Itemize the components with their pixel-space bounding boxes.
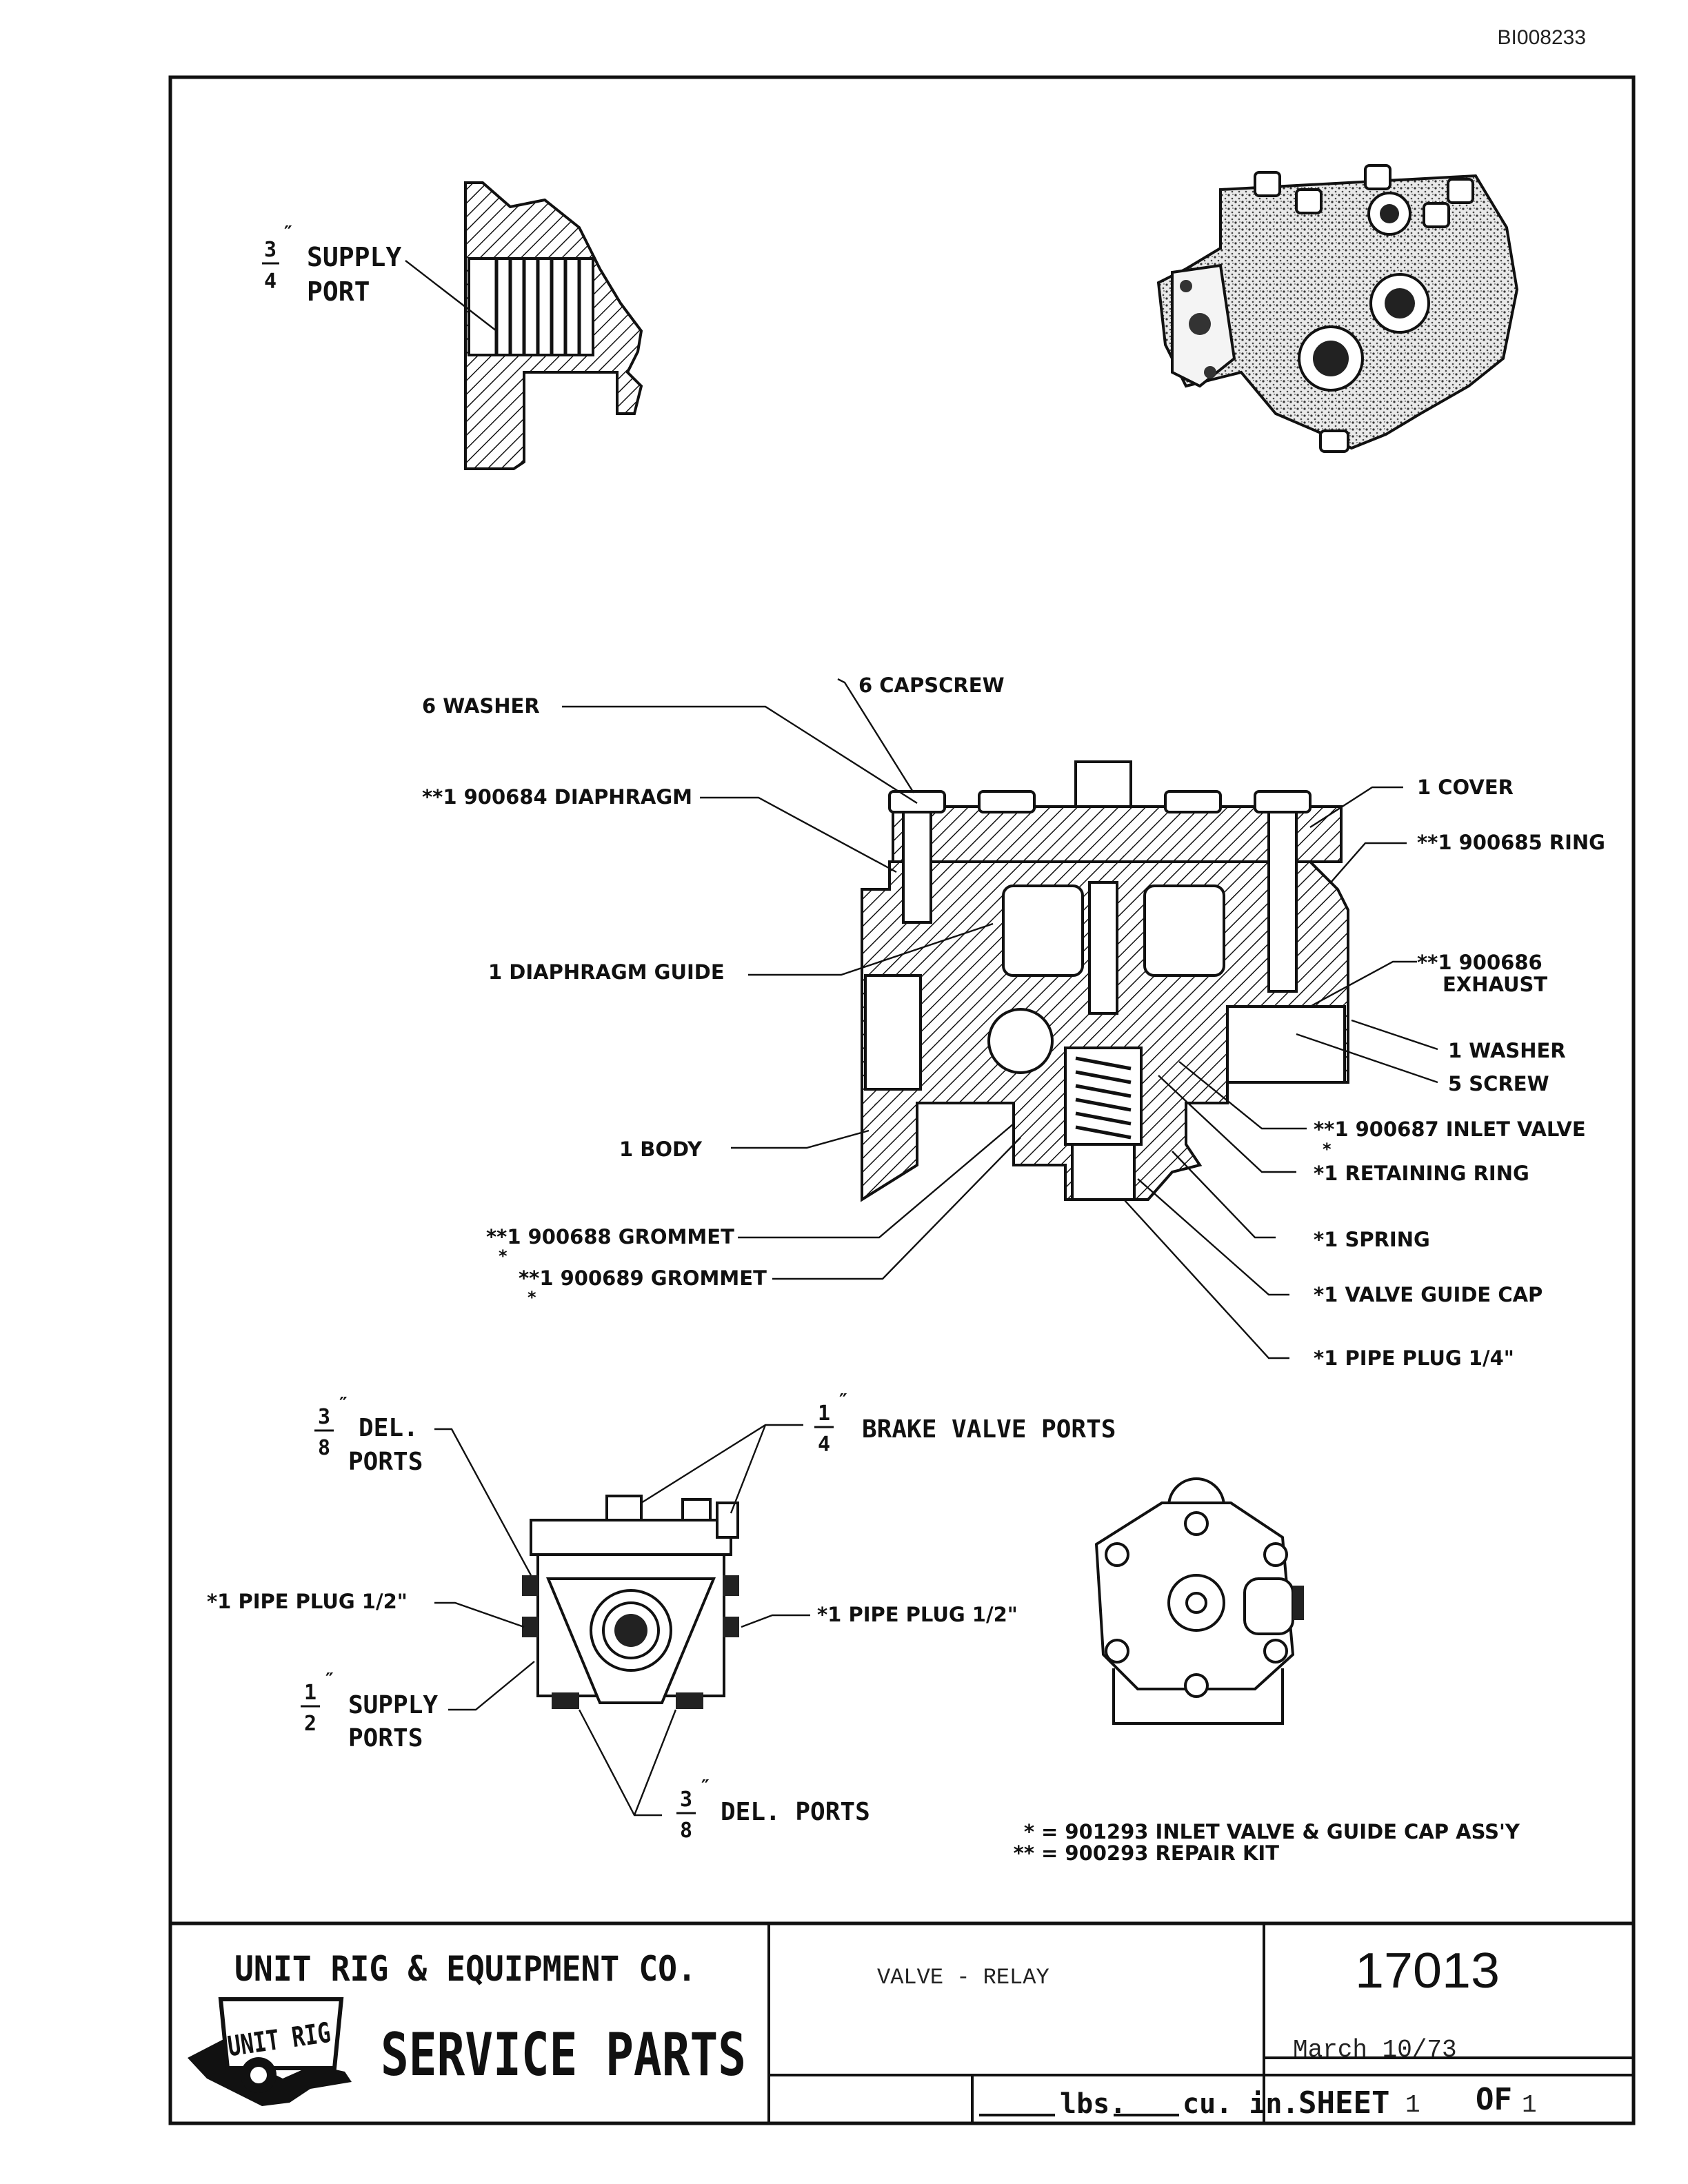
- label-grommet-689-star: *: [528, 1288, 536, 1307]
- part-name: VALVE - RELAY: [877, 1965, 1049, 1990]
- brake-ports-den: 4: [818, 1433, 830, 1457]
- label-cover: 1 COVER: [1417, 776, 1514, 799]
- footnote-mark-2: **: [1014, 1841, 1034, 1865]
- svg-text:″: ″: [700, 1777, 711, 1797]
- label-washer-small: 1 WASHER: [1448, 1039, 1566, 1062]
- supply-ports-num: 1: [304, 1681, 316, 1705]
- sheet-number: 1: [1405, 2091, 1420, 2119]
- title-block: UNIT RIG & EQUIPMENT CO. UNIT RIG SERVIC…: [170, 1921, 1634, 2123]
- port-label: PORT: [307, 276, 370, 307]
- supply-ports-label: SUPPLY: [348, 1691, 438, 1719]
- footnote-text-1: = 901293 INLET VALVE & GUIDE CAP ASS'Y: [1041, 1820, 1520, 1843]
- label-diaphragm: **1 900684 DIAPHRAGM: [422, 785, 692, 809]
- footnote-mark-1: *: [1024, 1820, 1034, 1843]
- relay-valve-cross-section: 6 WASHER 6 CAPSCREW **1 900684 DIAPHRAGM…: [422, 674, 1605, 1370]
- label-valve-guide-cap: *1 VALVE GUIDE CAP: [1314, 1283, 1543, 1306]
- label-body: 1 BODY: [619, 1138, 703, 1161]
- supply-port-label: SUPPLY: [307, 242, 401, 272]
- del-ports-top-label: DEL.: [359, 1414, 419, 1442]
- supply-ports-den: 2: [304, 1712, 316, 1736]
- del-ports-bottom-den: 8: [680, 1819, 692, 1843]
- label-exhaust-part: **1 900686: [1417, 951, 1543, 974]
- of-label: OF: [1476, 2082, 1512, 2117]
- label-inlet-valve: **1 900687 INLET VALVE: [1314, 1118, 1586, 1141]
- label-grommet-688: **1 900688 GROMMET: [486, 1225, 734, 1248]
- label-capscrew: 6 CAPSCREW: [858, 674, 1005, 697]
- sheet-label: SHEET: [1298, 2085, 1389, 2121]
- label-screw: 5 SCREW: [1448, 1072, 1549, 1095]
- label-grommet-689: **1 900689 GROMMET: [519, 1266, 767, 1290]
- label-grommet-688-star: *: [499, 1246, 508, 1266]
- label-ring: **1 900685 RING: [1417, 831, 1605, 854]
- label-inlet-valve-star: *: [1323, 1140, 1332, 1159]
- pipe-plug-right-label: *1 PIPE PLUG 1/2": [817, 1603, 1018, 1626]
- brake-valve-ports-label: BRAKE VALVE PORTS: [862, 1415, 1116, 1444]
- drawing-frame: [168, 75, 1636, 2125]
- svg-text:″: ″: [283, 223, 294, 243]
- document-id: BI008233: [1498, 26, 1586, 49]
- del-ports-top-num: 3: [318, 1405, 330, 1429]
- part-number: 17013: [1355, 1943, 1500, 1999]
- del-ports-top-label-2: PORTS: [348, 1448, 423, 1476]
- label-pipe-plug-quarter: *1 PIPE PLUG 1/4": [1314, 1346, 1514, 1370]
- supply-port-fraction-num: 3: [264, 238, 277, 262]
- del-ports-bottom-num: 3: [680, 1788, 692, 1812]
- relay-valve-isometric-view: [1156, 164, 1519, 453]
- label-spring: *1 SPRING: [1314, 1228, 1430, 1251]
- relay-valve-top-view: [1094, 1477, 1304, 1725]
- svg-text:″: ″: [838, 1391, 849, 1411]
- pipe-plug-left-label: *1 PIPE PLUG 1/2": [207, 1590, 408, 1613]
- supply-port-fraction-den: 4: [264, 270, 277, 294]
- label-retaining-ring: *1 RETAINING RING: [1314, 1162, 1529, 1185]
- relay-valve-front-view: 3 8 ″ DEL. PORTS 1 4 ″ BRAKE VALVE PORTS…: [207, 1391, 1116, 1843]
- company-name: UNIT RIG & EQUIPMENT CO.: [234, 1949, 696, 1989]
- footnotes: * = 901293 INLET VALVE & GUIDE CAP ASS'Y…: [1014, 1820, 1520, 1865]
- brake-ports-num: 1: [818, 1402, 830, 1426]
- svg-text:″: ″: [338, 1394, 349, 1415]
- unit-rig-logo: UNIT RIG: [188, 1997, 352, 2106]
- volume-unit: cu. in.: [1183, 2088, 1299, 2120]
- supply-ports-label-2: PORTS: [348, 1724, 423, 1752]
- svg-text:″: ″: [324, 1670, 335, 1690]
- service-parts-label: SERVICE PARTS: [381, 2021, 746, 2090]
- label-exhaust: EXHAUST: [1443, 973, 1547, 996]
- supply-port-detail-view: 3 4 ″ SUPPLY PORT: [262, 181, 643, 470]
- sheet-total: 1: [1522, 2091, 1537, 2119]
- footnote-text-2: = 900293 REPAIR KIT: [1041, 1841, 1279, 1865]
- del-ports-top-den: 8: [318, 1436, 330, 1460]
- label-diaphragm-guide: 1 DIAPHRAGM GUIDE: [488, 960, 725, 984]
- drawing-date: March 10/73: [1293, 2036, 1457, 2064]
- label-washer: 6 WASHER: [422, 694, 540, 718]
- del-ports-bottom-label: DEL. PORTS: [721, 1798, 870, 1826]
